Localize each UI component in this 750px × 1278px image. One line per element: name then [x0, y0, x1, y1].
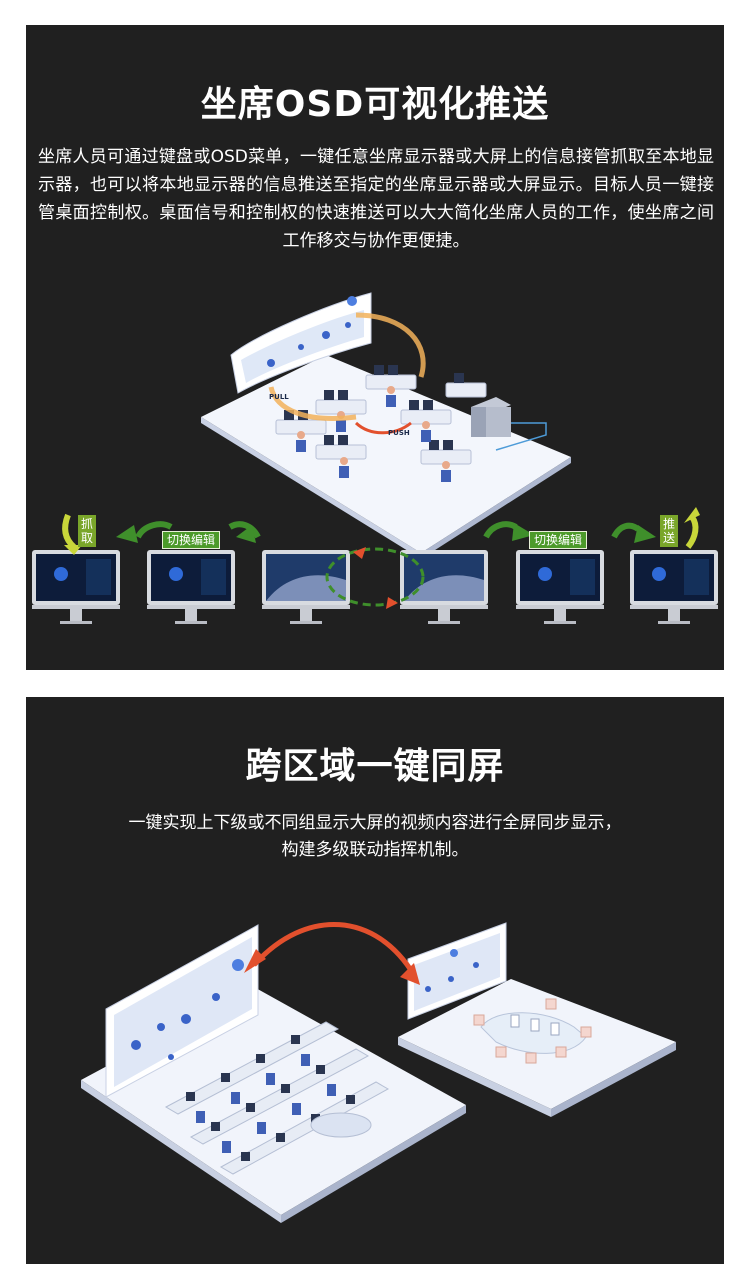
room-platform [201, 355, 571, 553]
push-tag: 推送 [660, 515, 678, 547]
pull-label: PULL [269, 393, 289, 401]
sync-arrow-icon [252, 921, 417, 977]
monitor-icon [516, 550, 604, 624]
monitor-icon [262, 550, 350, 624]
curved-arrow-icon [62, 513, 77, 550]
grab-tag: 抓取 [78, 515, 96, 547]
section-description: 一键实现上下级或不同组显示大屏的视频内容进行全屏同步显示， 构建多级联动指挥机制… [66, 810, 684, 864]
arrow-right-icon [483, 521, 518, 539]
control-room-illustration: PULL PUSH [32, 292, 718, 624]
monitor-icon [630, 550, 718, 624]
section-osd-push: 坐席OSD可视化推送 坐席人员可通过键盘或OSD菜单，一键任意坐席显示器或大屏上… [26, 25, 724, 670]
description-line: 构建多级联动指挥机制。 [281, 840, 469, 860]
section-title: 跨区域一键同屏 [245, 746, 505, 787]
cross-region-illustration [81, 921, 676, 1223]
section-title: 坐席OSD可视化推送 [200, 84, 550, 125]
monitor-icon [32, 550, 120, 624]
section-cross-region-sync: 跨区域一键同屏 一键实现上下级或不同组显示大屏的视频内容进行全屏同步显示， 构建… [26, 697, 724, 1264]
arrow-left-icon [135, 521, 173, 539]
switch-edit-tag-left: 切换编辑 [162, 531, 221, 549]
description-line: 一键实现上下级或不同组显示大屏的视频内容进行全屏同步显示， [128, 813, 622, 833]
switch-edit-tag-right: 切换编辑 [529, 531, 588, 549]
section-description: 坐席人员可通过键盘或OSD菜单，一键任意坐席显示器或大屏上的信息接管抓取至本地显… [38, 147, 714, 251]
monitor-icon [147, 550, 235, 624]
push-label: PUSH [388, 429, 410, 437]
